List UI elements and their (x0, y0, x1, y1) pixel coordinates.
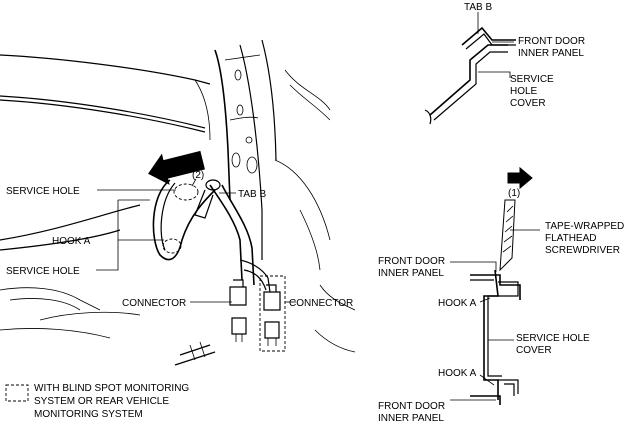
label-hook-a-right-upper: HOOK A (438, 298, 477, 309)
label-tab-b-left: TAB B (238, 189, 266, 200)
left-leaders (96, 178, 296, 303)
label-front-door-inner-panel-bottom-2: INNER PANEL (378, 413, 444, 424)
top-right-detail: TAB B FRONT DOOR INNER PANEL SERVICE HOL… (424, 2, 585, 125)
arrow-right-icon (507, 166, 533, 190)
door-illustration (0, 39, 356, 366)
label-tape-wrapped-3: SCREWDRIVER (545, 245, 620, 256)
label-step-1: (1) (508, 188, 520, 199)
label-tab-b-top: TAB B (464, 2, 492, 13)
label-tape-wrapped-2: FLATHEAD (545, 233, 597, 244)
label-front-door-inner-panel-mid-2: INNER PANEL (378, 268, 444, 279)
label-front-door-inner-panel-top-2: INNER PANEL (518, 48, 584, 59)
label-front-door-inner-panel-top-1: FRONT DOOR (518, 36, 585, 47)
legend-line-2: SYSTEM OR REAR VEHICLE (34, 396, 169, 407)
connector-left-part (229, 279, 247, 342)
label-service-hole-cover-right-2: COVER (516, 345, 552, 356)
label-service-hole-upper: SERVICE HOLE (6, 186, 80, 197)
label-front-door-inner-panel-mid-1: FRONT DOOR (378, 256, 445, 267)
label-service-hole-cover-top-2: HOLE (510, 86, 538, 97)
legend-dashed-box-icon (5, 384, 29, 402)
bottom-right-detail: (1) TAPE-WRAPPED FLATHEAD SCREWDRIVER FR… (378, 166, 624, 424)
label-hook-a-right-lower: HOOK A (438, 368, 477, 379)
label-hook-a-left: HOOK A (52, 236, 91, 247)
connector-right-part (263, 284, 281, 346)
label-service-hole-cover-top-3: COVER (510, 98, 546, 109)
legend: WITH BLIND SPOT MONITORING SYSTEM OR REA… (5, 383, 189, 420)
legend-line-3: MONITORING SYSTEM (34, 409, 143, 420)
label-service-hole-cover-right-1: SERVICE HOLE (516, 333, 590, 344)
label-connector-left: CONNECTOR (122, 298, 186, 309)
label-connector-right: CONNECTOR (289, 298, 353, 309)
legend-line-1: WITH BLIND SPOT MONITORING (34, 383, 189, 394)
label-service-hole-lower: SERVICE HOLE (6, 266, 80, 277)
label-step-2: (2) (192, 170, 204, 181)
label-tape-wrapped-1: TAPE-WRAPPED (545, 221, 624, 232)
label-front-door-inner-panel-bottom-1: FRONT DOOR (378, 401, 445, 412)
label-service-hole-cover-top-1: SERVICE (510, 74, 554, 85)
